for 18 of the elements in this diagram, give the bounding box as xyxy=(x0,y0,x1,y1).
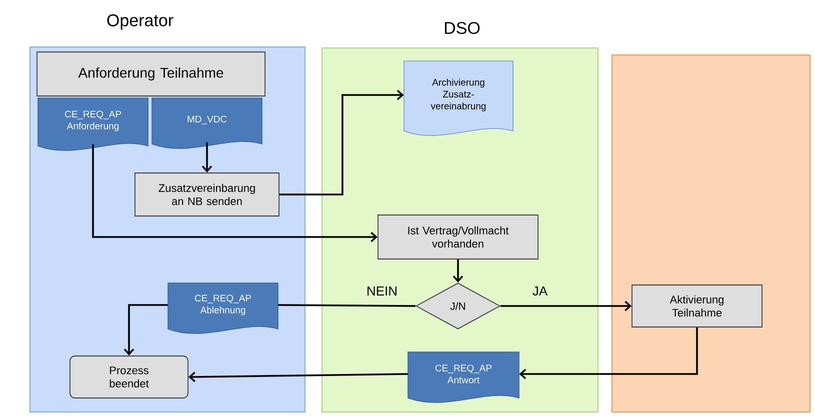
process-box: Zusatzvereinbarung an NB senden xyxy=(134,172,280,216)
arrow xyxy=(188,372,408,382)
arrow xyxy=(279,90,404,196)
edge-label: JA xyxy=(532,286,548,296)
arrow xyxy=(500,300,632,312)
process-box: Anforderung Teilnahme xyxy=(36,52,266,96)
process-box: Aktivierung Teilnahme xyxy=(632,284,762,328)
process-box: Ist Vertrag/Vollmacht vorhanden xyxy=(378,214,538,260)
arrow xyxy=(92,144,378,242)
process-box: Prozess beendet xyxy=(70,356,188,398)
arrow xyxy=(202,142,212,173)
node-label: Operator xyxy=(107,14,174,30)
swimlane xyxy=(611,54,811,413)
node-label: DSO xyxy=(444,22,480,34)
arrow xyxy=(519,327,698,380)
arrow xyxy=(124,304,168,356)
arrow xyxy=(452,259,464,283)
edge-label: NEIN xyxy=(368,286,396,296)
